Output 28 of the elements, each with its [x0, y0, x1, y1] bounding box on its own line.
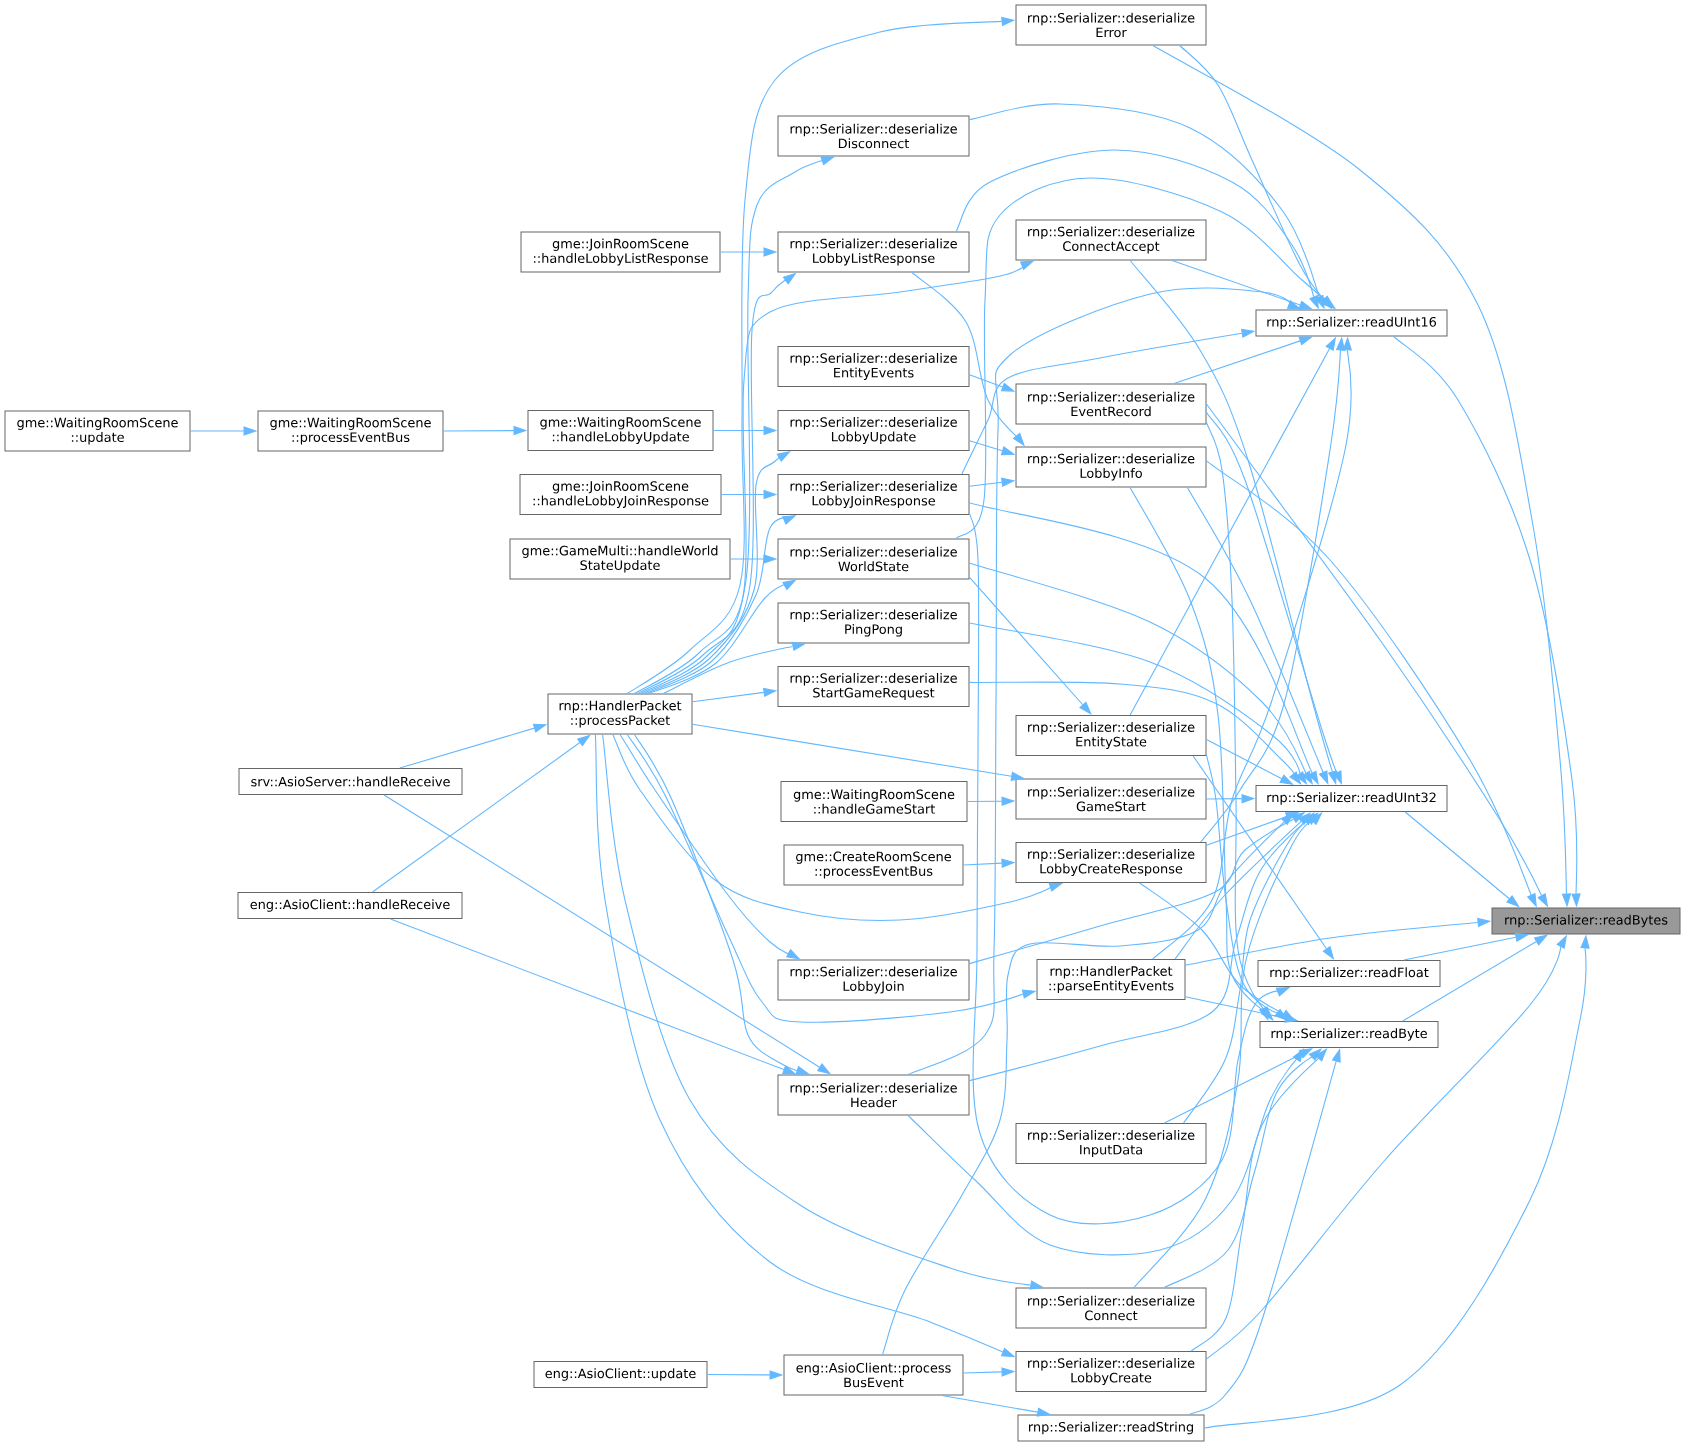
function-box: rnp::Serializer::deserialize Error: [1015, 4, 1207, 46]
function-box: eng::AsioClient::handleReceive: [237, 892, 463, 919]
function-box: rnp::Serializer::deserialize LobbyJoin: [777, 959, 970, 1001]
function-box: rnp::Serializer::deserialize ConnectAccept: [1015, 219, 1207, 261]
function-box: rnp::Serializer::deserialize LobbyCreateResponse: [1015, 842, 1207, 883]
arrow: [1133, 812, 1323, 1289]
function-box: rnp::Serializer::deserialize Header: [777, 1074, 970, 1116]
function-box: rnp::HandlerPacket ::parseEntityEvents: [1036, 959, 1186, 1000]
function-box: rnp::Serializer::deserialize LobbyInfo: [1015, 446, 1207, 488]
function-box: gme::WaitingRoomScene ::update: [4, 410, 191, 452]
function-box: rnp::Serializer::readFloat: [1257, 960, 1441, 987]
function-box: gme::CreateRoomScene ::processEventBus: [783, 844, 964, 886]
function-box: rnp::Serializer::deserialize GameStart: [1015, 778, 1207, 820]
function-box: rnp::Serializer::deserialize EventRecord: [1015, 383, 1207, 425]
function-box: rnp::Serializer::readString: [1017, 1414, 1205, 1442]
function-box: rnp::Serializer::deserialize Connect: [1015, 1287, 1207, 1329]
function-box: rnp::Serializer::deserialize EntityState: [1015, 715, 1207, 756]
function-box: rnp::Serializer::readBytes: [1491, 907, 1681, 935]
arrow: [968, 812, 1315, 1082]
function-box: gme::WaitingRoomScene ::processEventBus: [257, 410, 444, 452]
function-box: srv::AsioServer::handleReceive: [238, 768, 463, 795]
function-box: gme::WaitingRoomScene ::handleGameStart: [780, 781, 968, 822]
function-box: eng::AsioClient::process BusEvent: [783, 1354, 964, 1396]
function-box: rnp::Serializer::readByte: [1259, 1021, 1439, 1048]
function-box: rnp::Serializer::deserialize LobbyCreate: [1015, 1351, 1207, 1392]
function-box: rnp::HandlerPacket ::processPacket: [547, 693, 693, 735]
function-box: rnp::Serializer::deserialize InputData: [1015, 1123, 1207, 1164]
function-box: eng::AsioClient::update: [533, 1361, 708, 1388]
